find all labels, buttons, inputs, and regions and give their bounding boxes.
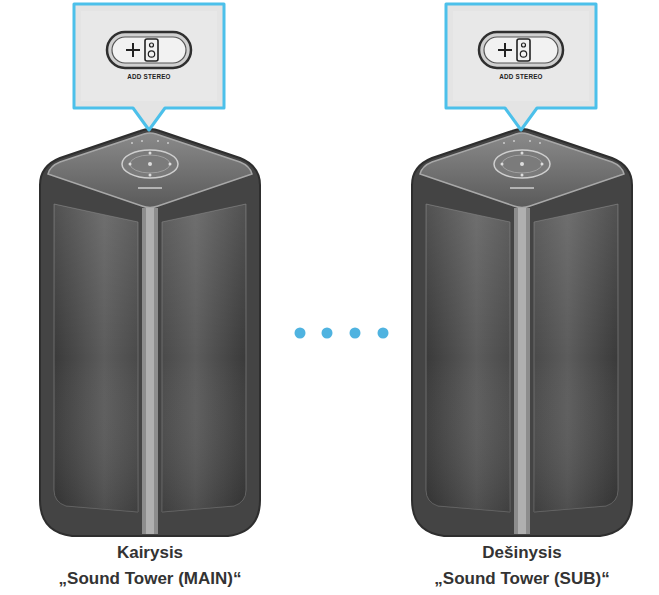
callout-bubble (72, 2, 226, 132)
speaker-caption: „Sound Tower (MAIN)“ (59, 569, 242, 589)
speaker-caption: „Sound Tower (SUB)“ (434, 569, 609, 589)
callout-bubble (444, 2, 598, 132)
button-label: ADD STEREO (444, 73, 598, 80)
button-label: ADD STEREO (72, 73, 226, 80)
callout-box: ADD STEREO (444, 2, 598, 132)
callout-box: ADD STEREO (72, 2, 226, 132)
speaker-caption: Kairysis (117, 543, 183, 563)
speaker-caption: Dešinysis (482, 543, 561, 563)
